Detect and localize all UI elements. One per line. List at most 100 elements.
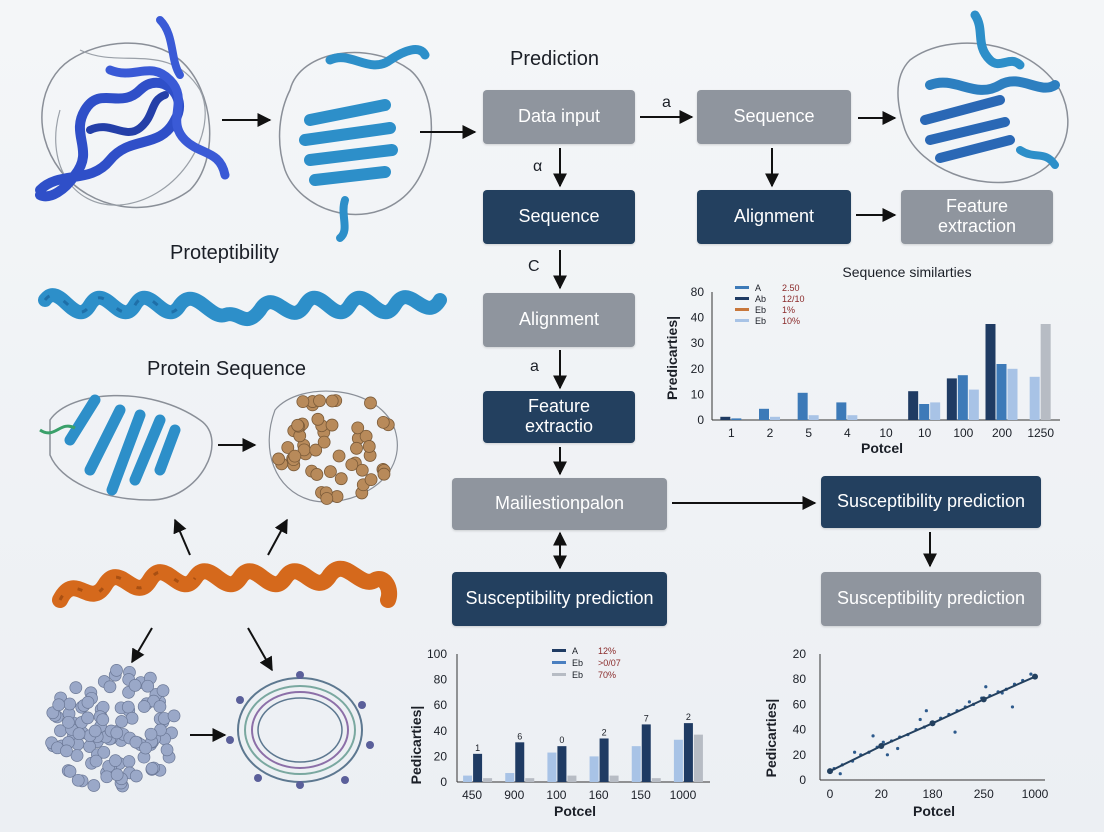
chart3-point bbox=[885, 753, 889, 757]
bead bbox=[364, 396, 377, 410]
bead bbox=[351, 421, 365, 435]
edge-label-a-top: a bbox=[662, 94, 671, 111]
chart2-bar bbox=[641, 724, 651, 782]
chart3-ylabel: Pedicarties| bbox=[763, 699, 779, 778]
bead bbox=[317, 435, 331, 449]
chart2-y-tick: 20 bbox=[434, 749, 448, 763]
bead bbox=[103, 680, 117, 694]
chart2-bar bbox=[589, 756, 599, 782]
chart1-x-tick: 100 bbox=[953, 426, 973, 440]
chart2-data-label: 1 bbox=[475, 743, 480, 753]
chart1-y-tick: 80 bbox=[691, 285, 705, 299]
chart2-bar bbox=[525, 778, 535, 782]
susceptibility-box-left: Susceptibility prediction bbox=[452, 572, 667, 626]
bead bbox=[272, 452, 286, 466]
bead bbox=[129, 769, 143, 783]
bead bbox=[281, 441, 295, 454]
chart2-y-tick: 60 bbox=[434, 698, 448, 712]
bead bbox=[332, 449, 346, 463]
chart2-y-tick: 100 bbox=[427, 647, 447, 661]
bead bbox=[100, 770, 114, 784]
bead bbox=[122, 755, 136, 768]
feature-extraction-box-right: Feature extraction bbox=[901, 190, 1053, 244]
chart2-legend-swatch bbox=[552, 649, 566, 652]
chart2-xlabel: Potcel bbox=[554, 803, 596, 819]
bead bbox=[144, 727, 158, 741]
chart3-x-tick: 180 bbox=[922, 787, 942, 801]
bead bbox=[288, 449, 302, 463]
chart2-legend-name: Eb bbox=[572, 670, 583, 680]
chart1-bar bbox=[908, 391, 919, 420]
chart1-bar bbox=[731, 418, 742, 420]
chart3-point bbox=[896, 746, 900, 751]
protein-ring-structure bbox=[226, 671, 374, 789]
chart1-x-tick: 10 bbox=[918, 426, 932, 440]
chart1-legend-swatch bbox=[735, 319, 749, 322]
bead bbox=[334, 472, 348, 486]
chart1-bar bbox=[836, 402, 847, 420]
chart1-legend-swatch bbox=[735, 297, 749, 300]
bead bbox=[121, 700, 135, 714]
sequence-similarities-chart: Sequence similarties Predicarties| Potce… bbox=[664, 264, 1060, 456]
chart1-xlabel: Potcel bbox=[861, 440, 903, 456]
susceptibility-box-right-top: Susceptibility prediction bbox=[821, 476, 1041, 528]
protein-bead-cluster-grey bbox=[45, 664, 181, 793]
chart1-legend-value: 1% bbox=[782, 305, 795, 315]
chart2-data-label: 2 bbox=[686, 712, 691, 722]
bead bbox=[71, 773, 85, 787]
chart1-y-tick: 10 bbox=[691, 387, 705, 401]
chart2-legend-value: 12% bbox=[598, 646, 616, 656]
bead bbox=[60, 744, 73, 758]
bead bbox=[69, 681, 83, 694]
bead bbox=[110, 768, 124, 782]
chart3-x-tick: 0 bbox=[827, 787, 834, 801]
chart2-x-tick: 160 bbox=[589, 788, 609, 802]
bead bbox=[145, 762, 159, 775]
chart2-legend-swatch bbox=[552, 661, 566, 664]
chart3-point bbox=[853, 750, 857, 754]
bead bbox=[355, 463, 369, 477]
bead bbox=[156, 684, 170, 697]
chart1-bar bbox=[808, 415, 819, 420]
chart2-legend-name: Eb bbox=[572, 658, 583, 668]
chart1-bar bbox=[1040, 324, 1051, 420]
chart2-x-tick: 100 bbox=[546, 788, 566, 802]
chart3-point bbox=[984, 685, 988, 689]
bead bbox=[160, 743, 174, 757]
chart2-data-label: 2 bbox=[602, 727, 607, 737]
chart1-bar bbox=[919, 404, 930, 420]
bead bbox=[350, 441, 363, 455]
chart2-legend-value: >0/07 bbox=[598, 658, 621, 668]
bead bbox=[296, 395, 310, 409]
chart1-legend-name: A bbox=[755, 283, 761, 293]
chart2-x-tick: 900 bbox=[504, 788, 524, 802]
chart1-legend-name: Eb bbox=[755, 305, 766, 315]
chart3-point bbox=[881, 740, 885, 744]
chart2-x-tick: 150 bbox=[631, 788, 651, 802]
edge-label-alpha: α bbox=[533, 158, 543, 175]
sequence-box-left: Sequence bbox=[483, 190, 635, 244]
edge-label-a-mid: a bbox=[530, 358, 539, 375]
chart2-bar bbox=[609, 775, 619, 782]
chart2-bar bbox=[505, 773, 515, 782]
chart1-legend-name: Eb bbox=[755, 316, 766, 326]
prediction-heading: Prediction bbox=[510, 48, 599, 70]
chart1-bar bbox=[759, 408, 769, 420]
chart1-bar bbox=[770, 416, 780, 420]
chart1-bar bbox=[797, 392, 808, 420]
chart3-point bbox=[1010, 705, 1015, 709]
bead bbox=[309, 443, 323, 457]
chart2-y-tick: 80 bbox=[434, 673, 448, 687]
proteptibility-heading: Proteptibility bbox=[170, 242, 279, 264]
bead bbox=[325, 394, 339, 408]
chart1-bar bbox=[985, 324, 996, 420]
bead bbox=[81, 696, 95, 709]
chart2-bar bbox=[631, 746, 641, 782]
chart1-legend-value: 2.50 bbox=[782, 283, 800, 293]
bead bbox=[128, 678, 142, 692]
chart3-point bbox=[871, 734, 875, 738]
chart3-y-tick: 40 bbox=[793, 723, 807, 737]
chart2-data-label: 0 bbox=[559, 735, 564, 745]
